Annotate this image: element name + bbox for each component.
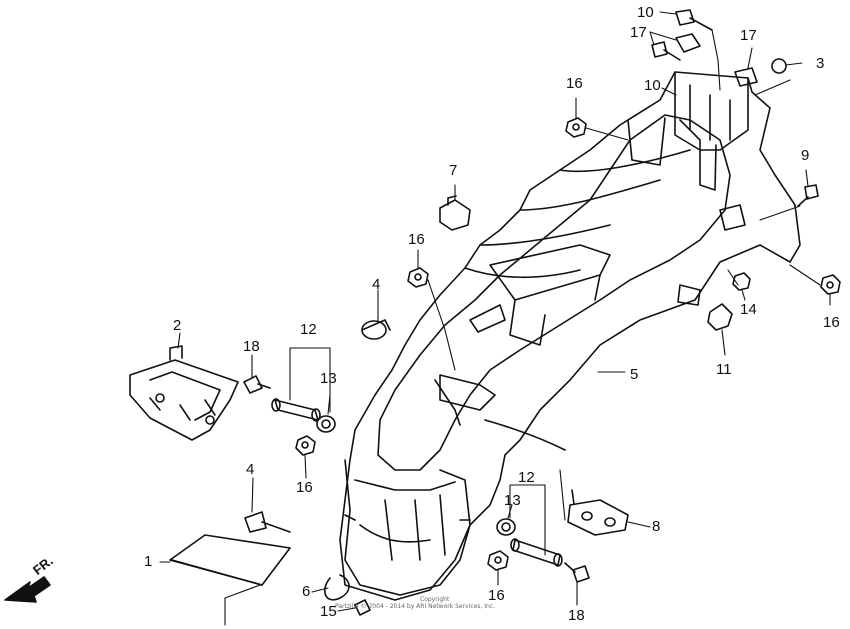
callout-5: 5	[630, 366, 639, 383]
copyright-line-1: Copyright	[420, 596, 450, 603]
bolt-part-9	[797, 184, 819, 207]
callout-16-c: 16	[823, 314, 840, 331]
clip-part-15	[354, 599, 371, 616]
nut-part-14	[732, 272, 751, 291]
nut-part-16-d	[295, 435, 316, 456]
front-direction-arrow-icon	[4, 576, 51, 603]
callout-12-a: 12	[300, 321, 317, 338]
rubber-part-13-lower	[496, 518, 516, 536]
collar-part-12-lower	[510, 538, 563, 567]
bolt-part-10-a	[675, 9, 713, 31]
bolt-part-18-lower	[564, 562, 590, 583]
callout-4-a: 4	[372, 276, 381, 293]
copyright-line-2: Partzilla © 2004 - 2014 by ARI Network S…	[335, 603, 495, 610]
callout-9: 9	[801, 147, 810, 164]
callout-14: 14	[740, 301, 757, 318]
leader-lines	[159, 11, 831, 626]
callout-15: 15	[320, 603, 337, 620]
callout-16-a: 16	[566, 75, 583, 92]
nut-part-16-b	[407, 267, 429, 288]
nut-part-16-a	[565, 117, 587, 138]
bracket-part-8	[567, 489, 629, 536]
callout-17-a: 17	[630, 24, 647, 41]
callout-17-b: 17	[740, 27, 757, 44]
bracket-part-2	[129, 345, 239, 441]
callout-6: 6	[302, 583, 311, 600]
callout-16-d: 16	[296, 479, 313, 496]
cap-part-3	[771, 58, 787, 74]
callout-8: 8	[652, 518, 661, 535]
bolt-part-4-lower	[244, 511, 291, 533]
nut-part-16-e	[487, 550, 509, 571]
copyright-notice: Copyright Partzilla © 2004 - 2014 by ARI…	[335, 596, 495, 610]
callout-11: 11	[716, 361, 732, 378]
rubber-part-13-upper	[316, 415, 336, 433]
clip-part-17-b	[734, 67, 758, 87]
callout-7: 7	[449, 162, 458, 179]
callout-18-b: 18	[568, 607, 585, 624]
callout-13-b: 13	[504, 492, 521, 509]
callout-3: 3	[816, 55, 825, 72]
plate-part-1	[169, 534, 291, 586]
clip-part-11	[707, 303, 733, 331]
clip-part-17-a	[675, 33, 701, 53]
callout-12-b: 12	[518, 469, 535, 486]
rear-fender	[339, 71, 801, 601]
grommet-part-4-upper	[361, 319, 391, 340]
bolt-part-10-b	[651, 41, 681, 61]
callout-4-b: 4	[246, 461, 255, 478]
callout-10-b: 10	[644, 77, 661, 94]
bolt-part-18-upper	[243, 375, 271, 394]
callout-10-a: 10	[637, 4, 654, 21]
collar-part-12-upper	[271, 398, 321, 422]
callout-18-a: 18	[243, 338, 260, 355]
callout-13-a: 13	[320, 370, 337, 387]
callout-2: 2	[173, 317, 182, 334]
callout-16-e: 16	[488, 587, 505, 604]
callout-1: 1	[144, 553, 153, 570]
clip-part-7	[439, 195, 471, 231]
nut-part-16-c	[820, 274, 841, 295]
callout-16-b: 16	[408, 231, 425, 248]
